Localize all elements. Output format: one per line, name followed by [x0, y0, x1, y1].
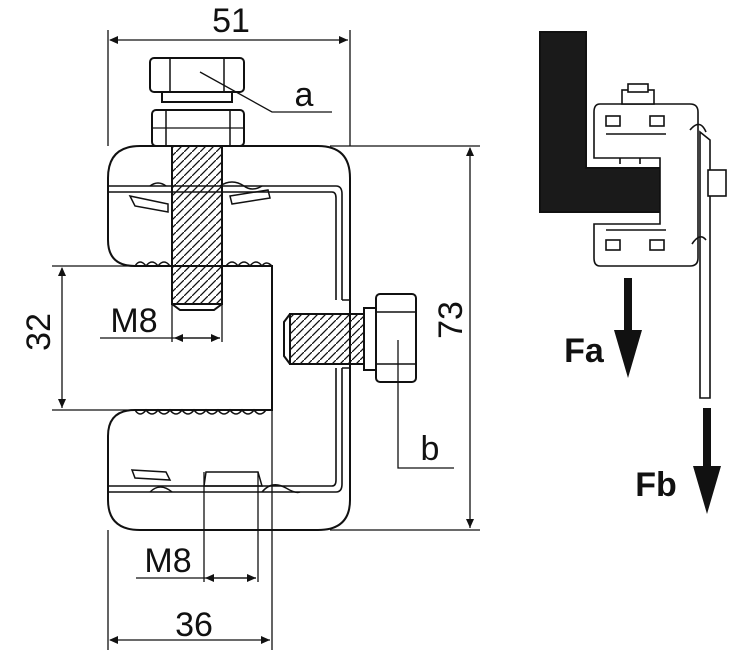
side-bolt-washer [363, 307, 377, 371]
teeth-bottom [134, 408, 272, 415]
dim-m8-top-label: M8 [110, 302, 157, 340]
upper-washer-left [128, 194, 169, 213]
lower-washer-left [130, 469, 172, 481]
top-bolt-head [149, 57, 245, 93]
side-bolt-tip [283, 313, 291, 365]
lower-washer-right [203, 471, 263, 487]
callout-a-leader [199, 71, 332, 113]
callout-b-label: b [421, 430, 440, 468]
clamp-body-outline [107, 145, 351, 531]
upper-sheet-metal [108, 185, 343, 300]
clamp-front-view [107, 57, 417, 531]
force-arrow-fb [693, 408, 721, 514]
side-bolt-head [375, 293, 417, 383]
force-fb-label: Fb [635, 466, 677, 504]
clamp-side-sketch [593, 83, 727, 399]
callout-a-label: a [295, 76, 314, 114]
dim-51-label: 51 [212, 2, 250, 40]
dim-36-label: 36 [175, 606, 213, 644]
load-diagram [539, 31, 727, 514]
teeth-top [134, 261, 273, 268]
upper-clip [149, 181, 263, 190]
side-bolt-thread [289, 313, 365, 365]
dim-32-label: 32 [20, 313, 58, 351]
force-fa-label: Fa [564, 332, 605, 370]
dim-73-label: 73 [432, 301, 470, 339]
callout-b-leader [397, 340, 454, 469]
upper-washer-right [229, 189, 271, 205]
dimension-lines [52, 30, 480, 650]
top-bolt-tip [171, 303, 223, 311]
force-arrow-fa [614, 278, 642, 378]
lower-clip [149, 484, 301, 494]
top-bolt-washer [161, 91, 233, 103]
lower-sheet-metal [108, 368, 343, 493]
dim-m8-bottom-label: M8 [144, 542, 191, 580]
